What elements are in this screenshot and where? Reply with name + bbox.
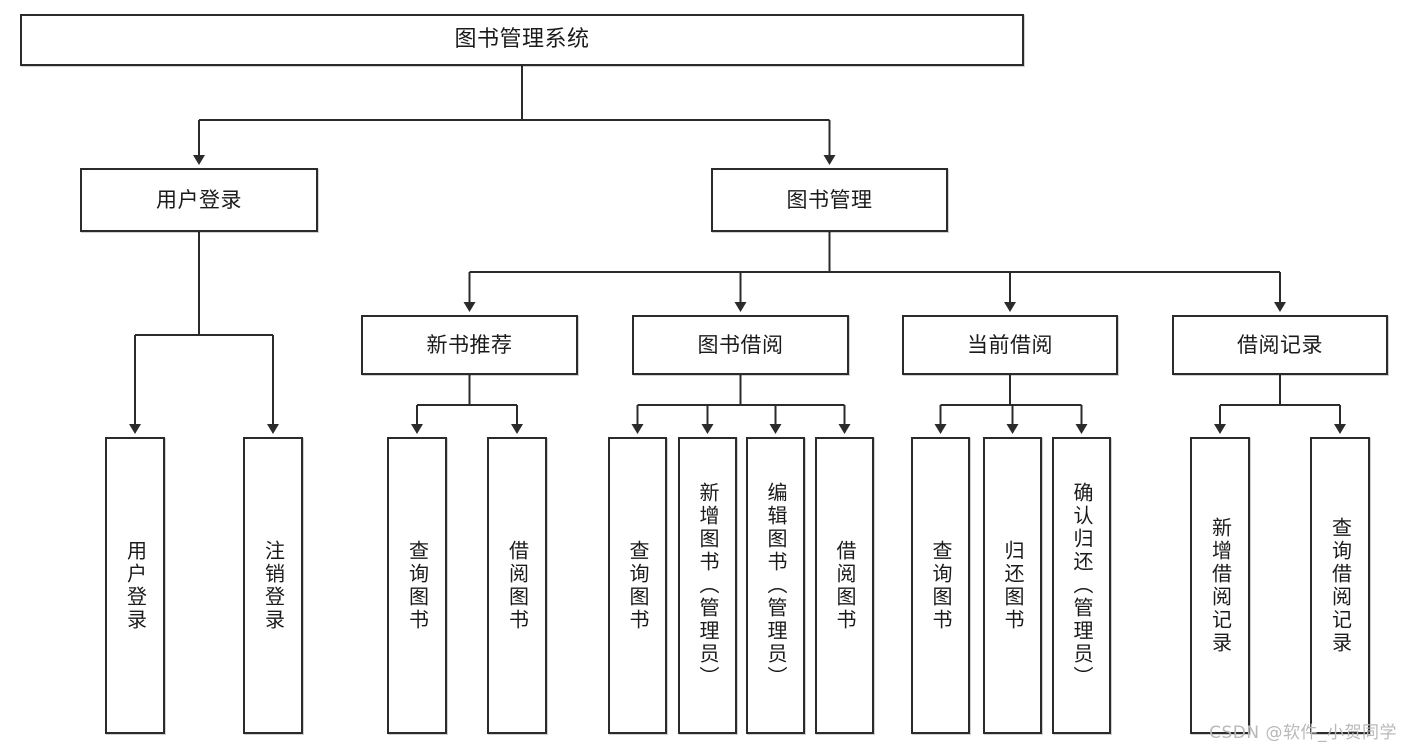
node-leaf-add-book-label: 新增图书（管理员） — [696, 482, 720, 689]
node-leaf-add-record[interactable]: 新增借阅记录 — [1190, 437, 1250, 734]
node-book-manage-label: 图书管理 — [786, 187, 873, 212]
node-leaf-borrow-book-rec[interactable]: 借阅图书 — [487, 437, 547, 734]
node-leaf-user-logout-label: 注销登录 — [261, 539, 286, 632]
node-leaf-return-book-label: 归还图书 — [1001, 539, 1025, 632]
node-leaf-edit-book[interactable]: 编辑图书（管理员） — [746, 437, 805, 734]
node-root-label: 图书管理系统 — [454, 27, 590, 53]
node-leaf-query-record-label: 查询借阅记录 — [1328, 516, 1353, 655]
node-leaf-user-login-label: 用户登录 — [123, 539, 148, 632]
node-user-login-label: 用户登录 — [156, 187, 242, 212]
node-book-borrow[interactable]: 图书借阅 — [632, 315, 849, 375]
node-leaf-edit-book-label: 编辑图书（管理员） — [764, 482, 788, 689]
node-leaf-query-book-b-label: 查询图书 — [626, 539, 650, 632]
node-book-borrow-label: 图书借阅 — [697, 332, 784, 357]
node-leaf-borrow-book-rec-label: 借阅图书 — [505, 539, 530, 632]
node-leaf-user-login[interactable]: 用户登录 — [105, 437, 165, 734]
node-leaf-borrow-book-b-label: 借阅图书 — [833, 539, 857, 632]
watermark: CSDN @软件_小贺同学 — [1209, 723, 1397, 743]
node-root[interactable]: 图书管理系统 — [20, 14, 1024, 66]
node-new-book-rec[interactable]: 新书推荐 — [361, 315, 578, 375]
node-leaf-return-book[interactable]: 归还图书 — [983, 437, 1042, 734]
node-current-borrow[interactable]: 当前借阅 — [902, 315, 1118, 375]
node-user-login[interactable]: 用户登录 — [80, 168, 318, 232]
node-leaf-user-logout[interactable]: 注销登录 — [243, 437, 303, 734]
node-leaf-query-book-c[interactable]: 查询图书 — [911, 437, 970, 734]
node-leaf-confirm-return[interactable]: 确认归还（管理员） — [1052, 437, 1111, 734]
node-leaf-query-book-rec-label: 查询图书 — [405, 539, 430, 632]
node-leaf-add-book[interactable]: 新增图书（管理员） — [678, 437, 737, 734]
connector-lines — [129, 66, 1346, 434]
node-leaf-confirm-return-label: 确认归还（管理员） — [1070, 482, 1094, 689]
node-leaf-borrow-book-b[interactable]: 借阅图书 — [815, 437, 874, 734]
node-leaf-query-book-c-label: 查询图书 — [929, 539, 953, 632]
node-new-book-rec-label: 新书推荐 — [426, 332, 513, 357]
node-leaf-query-book-rec[interactable]: 查询图书 — [387, 437, 447, 734]
node-borrow-record[interactable]: 借阅记录 — [1172, 315, 1388, 375]
node-book-manage[interactable]: 图书管理 — [711, 168, 948, 232]
node-borrow-record-label: 借阅记录 — [1237, 332, 1323, 357]
node-leaf-query-book-b[interactable]: 查询图书 — [608, 437, 667, 734]
node-leaf-add-record-label: 新增借阅记录 — [1208, 516, 1233, 655]
node-leaf-query-record[interactable]: 查询借阅记录 — [1310, 437, 1370, 734]
node-current-borrow-label: 当前借阅 — [967, 332, 1053, 357]
